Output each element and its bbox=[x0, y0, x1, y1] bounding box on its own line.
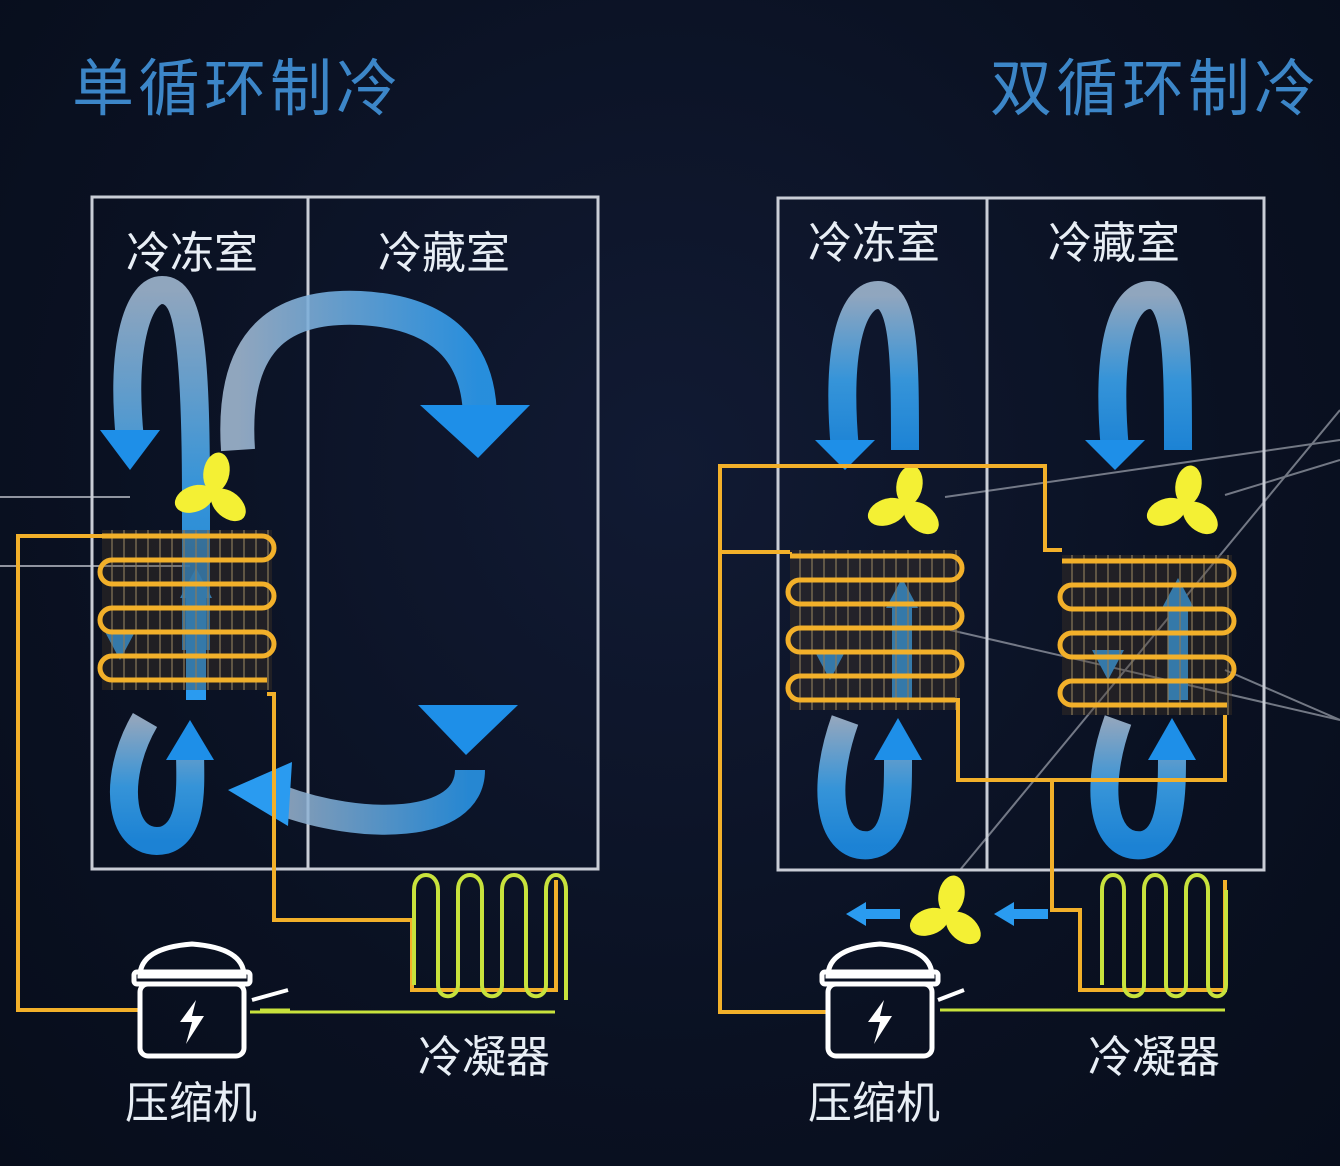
dual-condenser-label: 冷凝器 bbox=[1088, 1032, 1220, 1083]
single-freezer-label: 冷冻室 bbox=[126, 228, 258, 279]
dual-fridge-fan-icon bbox=[1142, 463, 1224, 541]
dual-condenser-coil bbox=[1100, 873, 1228, 999]
dual-fridge-label: 冷藏室 bbox=[1048, 218, 1180, 269]
single-condenser-label: 冷凝器 bbox=[418, 1032, 550, 1083]
dual-compressor-icon bbox=[822, 944, 938, 1056]
single-evaporator-coil bbox=[100, 530, 274, 690]
dual-freezer-label: 冷冻室 bbox=[808, 218, 940, 269]
single-cabinet bbox=[90, 195, 600, 871]
single-compressor-label: 压缩机 bbox=[125, 1078, 257, 1129]
dual-freezer-fan-icon bbox=[863, 463, 945, 541]
dual-freezer-evaporator-coil bbox=[788, 550, 962, 710]
dual-fridge-evaporator-coil bbox=[1060, 555, 1234, 715]
dual-compressor-label: 压缩机 bbox=[808, 1078, 940, 1129]
single-loop-panel: 单循环制冷 冷冻室 冷藏室 bbox=[0, 52, 600, 1129]
dual-loop-panel: 双循环制冷 冷冻室 冷藏室 bbox=[718, 52, 1340, 1129]
dual-loop-title: 双循环制冷 bbox=[990, 52, 1320, 125]
single-condenser-coil bbox=[412, 873, 568, 1000]
single-compressor-icon bbox=[134, 944, 250, 1056]
single-loop-title: 单循环制冷 bbox=[72, 52, 402, 125]
dual-condenser-fan-icon bbox=[905, 873, 987, 951]
dual-condenser-airflow bbox=[846, 902, 1048, 926]
single-fridge-label: 冷藏室 bbox=[378, 228, 510, 279]
dual-cabinet bbox=[776, 196, 1266, 872]
